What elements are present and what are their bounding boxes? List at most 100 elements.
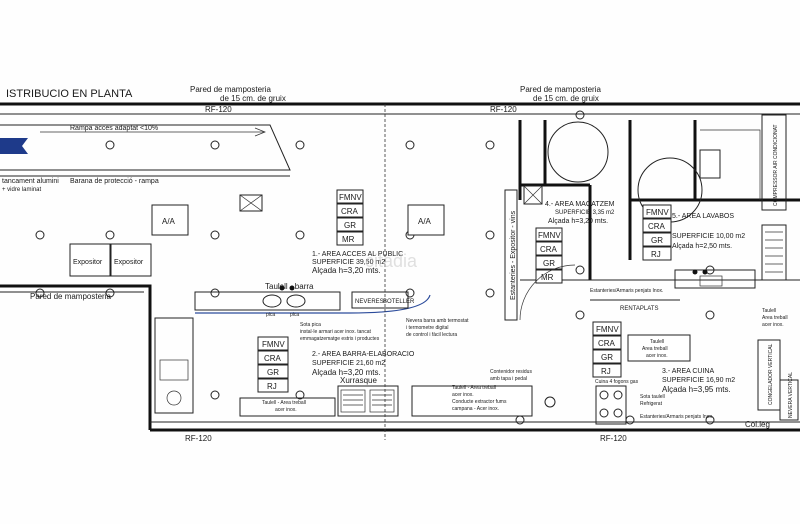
area1-height: Alçada h=3,20 mts.: [312, 266, 381, 275]
work-counter-left: [239, 397, 336, 417]
taulell-right-2: Area treball: [762, 315, 788, 321]
neveres-note-2: i termometre digital: [406, 325, 449, 331]
sink-1-label: pica: [266, 312, 275, 318]
area5-height: Alçada h=2,50 mts.: [672, 243, 732, 250]
barrier-label: Barana de protecció - rampa: [70, 178, 159, 185]
expositor-1: [69, 243, 111, 277]
ac-label-right: A/A: [418, 217, 432, 226]
taulell-cuina-1: Taulell: [650, 339, 664, 345]
svg-text:GR: GR: [267, 368, 279, 377]
expositor-1-label: Expositor: [73, 259, 103, 266]
fridge-vertical-label: NEVERA VERTICAL: [788, 372, 794, 418]
fridge-vertical: [779, 379, 799, 421]
svg-text:FMNV: FMNV: [262, 340, 285, 349]
area4-legend: FMNV CRA GR MR: [535, 227, 563, 284]
rentaplats-label: RENTAPLATS: [620, 306, 658, 312]
burner-3-icon: [599, 408, 609, 418]
svg-text:FMNV: FMNV: [646, 208, 669, 217]
sink-2: [286, 294, 306, 308]
extractor-hood: [411, 385, 533, 417]
compressor-unit: [761, 114, 787, 211]
waste-bin: [544, 396, 556, 408]
taulell-cuina-3: acer inox.: [646, 353, 668, 359]
grill-lines: [343, 394, 392, 406]
area3-legend: FMNV CRA GR RJ: [592, 321, 622, 378]
bottom-shelves: Estanteries/Armaris penjats Inox.: [640, 414, 713, 420]
area1-name: 1.- AREA ACCES AL PUBLIC: [312, 251, 403, 258]
taulell-treball-2: acer inox.: [275, 407, 297, 413]
freezer-vertical: [757, 339, 781, 411]
storage-left-drain: [166, 390, 182, 406]
area4-surface: SUPERFICIE 3,35 m2: [555, 210, 615, 216]
sota-taulell-1: Sota taulell: [640, 394, 665, 400]
burner-1-icon: [599, 390, 609, 400]
rf-top-right: RF-120: [490, 105, 517, 114]
sink-1: [262, 294, 282, 308]
watermark: citadia: [365, 251, 418, 271]
svg-text:RJ: RJ: [601, 367, 611, 376]
svg-text:MR: MR: [541, 273, 554, 282]
counter-edge-line: [195, 294, 431, 314]
wall-label-top-right-2: de 15 cm. de gruix: [533, 94, 599, 103]
estanteries-label: Estanteries - Expositor - vins: [510, 210, 517, 300]
ceiling-lights-left: [35, 140, 305, 400]
area5-surface: SUPERFICIE 10,00 m2: [672, 233, 745, 240]
svg-text:CRA: CRA: [648, 222, 666, 231]
wall-label-top-left-2: de 15 cm. de gruix: [220, 94, 286, 103]
kitchen-tap-2-icon: [702, 269, 708, 275]
fridges-label: NEVERES: [355, 299, 384, 305]
conducte-3: Conducte extractor fums: [452, 399, 507, 405]
wall-label-mid: Pared de mamposteria: [30, 292, 111, 301]
kitchen-island: [627, 334, 691, 362]
taulell-right-3: acer inox.: [762, 322, 784, 328]
svg-text:CRA: CRA: [341, 207, 359, 216]
botiller-label: BOTELLER: [383, 299, 415, 305]
svg-text:CRA: CRA: [264, 354, 282, 363]
sota-taulell-2: Refrigerat: [640, 401, 663, 407]
svg-text:GR: GR: [651, 236, 663, 245]
burner-2-icon: [613, 390, 623, 400]
area1-surface: SUPERFICIE 39,50 m2: [312, 259, 385, 266]
svg-text:GR: GR: [601, 353, 613, 362]
contenidor-2: amb tapa i pedal: [490, 376, 527, 382]
svg-text:CRA: CRA: [540, 245, 558, 254]
ramp-arrow-head: [254, 127, 266, 137]
sota-pica-3: emmagatzematge estris i productes: [300, 336, 380, 342]
grill-left-plate: [340, 389, 366, 413]
vent-box-cross: [239, 194, 263, 212]
conducte-1: Taulell - Area treball: [452, 385, 496, 391]
round-fixture-1: [547, 121, 609, 183]
kitchen-basin: [699, 275, 723, 287]
ac-label-left: A/A: [162, 217, 176, 226]
equipment-rack: [761, 224, 787, 281]
svg-text:FMNV: FMNV: [596, 325, 619, 334]
svg-text:MR: MR: [342, 235, 355, 244]
area4-name: 4.- AREA MAGATZEM: [545, 201, 615, 208]
fridges-box: [351, 291, 409, 309]
compressor-label: COMPRESSOR AIR CONDICIONAT: [773, 124, 779, 206]
sota-pica-2: instal·le armari acer inox. tancat: [300, 329, 371, 335]
counter-label: Taulell - barra: [265, 282, 314, 291]
area4-height: Alçada h=3,20 mts.: [548, 218, 608, 225]
storage-left: [154, 317, 194, 414]
svg-text:RJ: RJ: [651, 250, 661, 259]
toilet-fixture: [699, 149, 721, 179]
area2-legend: FMNV CRA GR RJ: [257, 336, 289, 393]
xurrasque-label: Xurrasque: [340, 376, 377, 385]
ceiling-lights-right: [405, 110, 715, 425]
gas-stove: [595, 385, 627, 425]
taulell-cuina-2: Area treball: [642, 346, 668, 352]
wall-label-top-right-1: Pared de mamposteria: [520, 85, 601, 94]
ac-unit-right: [407, 204, 445, 236]
burner-4-icon: [613, 408, 623, 418]
wine-shelves: [504, 189, 518, 321]
grill: [337, 385, 399, 417]
expositor-2: [110, 243, 152, 277]
taulell-treball-1: Taulell - Area treball: [262, 400, 306, 406]
area4-marker-cross: [523, 185, 543, 205]
kitchen-tap-1-icon: [692, 269, 698, 275]
svg-text:GR: GR: [344, 221, 356, 230]
taulell-right-1: Taulell: [762, 308, 776, 314]
area2-name: 2.- AREA BARRA-ELABORACIO: [312, 351, 415, 358]
